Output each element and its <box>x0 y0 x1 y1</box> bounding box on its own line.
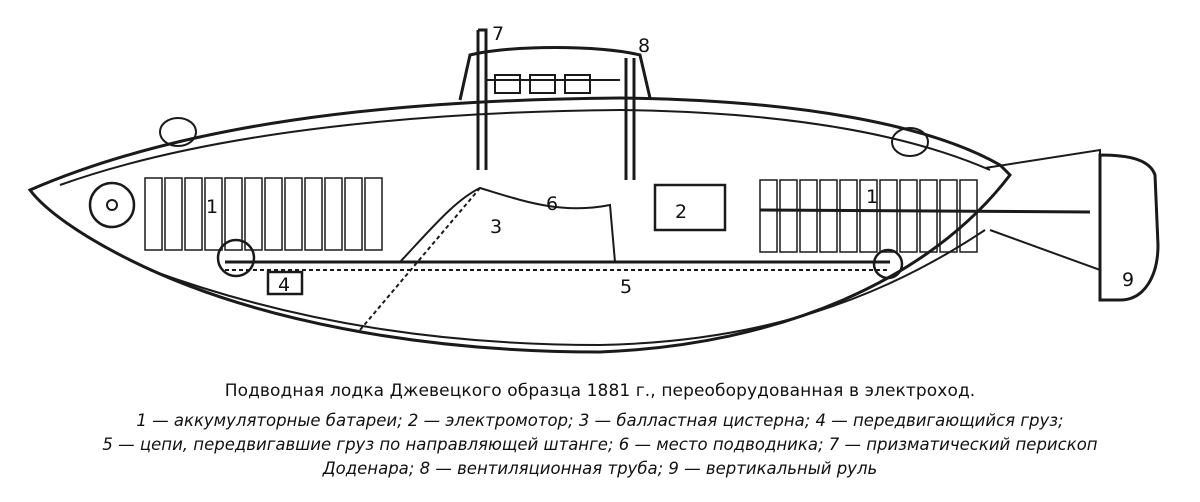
lifting-ring <box>159 117 197 147</box>
battery-bank-aft <box>759 179 978 253</box>
submarine-drawing: 1 1 2 3 4 5 6 7 8 9 <box>27 23 1160 354</box>
ballast-tank <box>397 186 617 263</box>
chain-sprocket-fore <box>216 238 256 278</box>
battery-cell <box>779 179 798 253</box>
battery-cell <box>839 179 858 253</box>
battery-cell <box>899 179 918 253</box>
battery-cell <box>264 177 283 251</box>
label-chains: 5 <box>620 276 632 298</box>
battery-cell <box>164 177 183 251</box>
battery-cell <box>144 177 163 251</box>
propeller-shaft <box>759 208 1091 214</box>
legend-line: Доденара; 8 — вентиляционная труба; 9 — … <box>322 459 878 478</box>
caption-title: Подводная лодка Джевецкого образца 1881 … <box>224 381 976 401</box>
label-operator-place: 6 <box>546 193 558 215</box>
bow-sprocket-hub <box>106 199 118 211</box>
chain-sprocket-aft <box>872 248 904 280</box>
label-motor: 2 <box>675 201 687 223</box>
battery-cell <box>919 179 938 253</box>
battery-cell <box>819 179 838 253</box>
battery-cell <box>799 179 818 253</box>
battery-bank-fore <box>144 177 383 251</box>
battery-cell <box>364 177 383 251</box>
electric-motor <box>653 183 727 232</box>
battery-cell <box>959 179 978 253</box>
label-batteries-aft: 1 <box>866 186 878 208</box>
legend-line: 1 — аккумуляторные батареи; 2 — электром… <box>136 411 1064 430</box>
battery-cell <box>759 179 778 253</box>
bow-sprocket <box>88 181 136 229</box>
battery-cell <box>859 179 878 253</box>
label-rudder: 9 <box>1122 269 1134 291</box>
battery-cell <box>879 179 898 253</box>
label-weight: 4 <box>278 274 290 296</box>
battery-cell <box>939 179 958 253</box>
keel-band <box>149 229 986 347</box>
label-periscope: 7 <box>492 23 504 45</box>
deck-band <box>59 108 991 186</box>
lifting-ring <box>891 127 929 157</box>
label-ballast-tank: 3 <box>490 216 502 238</box>
label-batteries-fore: 1 <box>206 196 218 218</box>
moving-weight <box>266 270 304 296</box>
battery-cell <box>224 177 243 251</box>
battery-cell <box>184 177 203 251</box>
tower-window <box>529 74 556 94</box>
battery-cell <box>304 177 323 251</box>
hull-outline <box>27 96 1012 354</box>
tower-window <box>494 74 521 94</box>
label-vent-pipe: 8 <box>638 35 650 57</box>
tower-window <box>564 74 591 94</box>
vent-pipe <box>624 58 636 180</box>
legend-line: 5 — цепи, передвигавшие груз по направля… <box>102 435 1098 454</box>
battery-cell <box>204 177 223 251</box>
battery-cell <box>344 177 363 251</box>
battery-cell <box>244 177 263 251</box>
rudder <box>1098 153 1160 302</box>
battery-cell <box>284 177 303 251</box>
diagonal-chain <box>359 187 481 331</box>
periscope <box>476 28 488 170</box>
battery-cell <box>324 177 343 251</box>
